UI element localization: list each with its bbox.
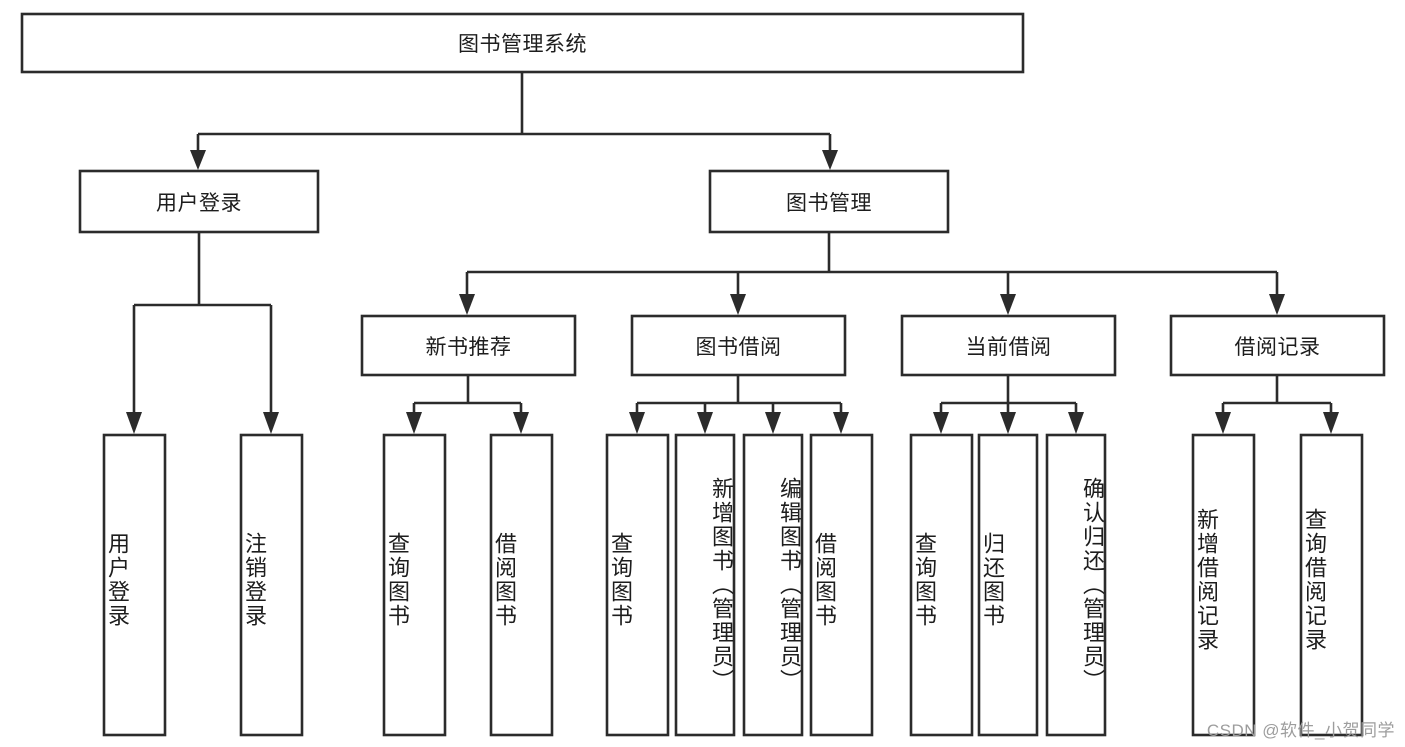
leaf-box-add-record[interactable] bbox=[1191, 433, 1256, 737]
arrow-head-leaf-add-book bbox=[697, 412, 713, 434]
arrow-head-leaf-user-login bbox=[126, 412, 142, 434]
leaf-box-query-book-1[interactable] bbox=[382, 433, 447, 737]
leaf-box-user-login[interactable] bbox=[102, 433, 167, 737]
arrow-head-leaf-query-book-3 bbox=[933, 412, 949, 434]
arrow-head-leaf-query-record bbox=[1323, 412, 1339, 434]
node-box-root[interactable] bbox=[20, 12, 1025, 74]
arrow-head-user-login bbox=[190, 150, 206, 170]
leaf-box-confirm-return[interactable] bbox=[1045, 433, 1107, 737]
node-box-new-book-recommend[interactable] bbox=[360, 314, 577, 377]
arrow-head-leaf-add-record bbox=[1215, 412, 1231, 434]
leaf-box-logout[interactable] bbox=[239, 433, 304, 737]
leaf-box-borrow-book-1[interactable] bbox=[489, 433, 554, 737]
arrow-head-leaf-query-book-1 bbox=[406, 412, 422, 434]
node-box-current-borrow[interactable] bbox=[900, 314, 1117, 377]
arrow-head-leaf-return-book bbox=[1000, 412, 1016, 434]
leaf-box-edit-book[interactable] bbox=[742, 433, 804, 737]
leaf-box-return-book[interactable] bbox=[977, 433, 1039, 737]
arrow-head-leaf-confirm-return bbox=[1068, 412, 1084, 434]
leaf-box-query-book-3[interactable] bbox=[909, 433, 974, 737]
leaf-box-query-book-2[interactable] bbox=[605, 433, 670, 737]
arrow-head-borrow-record bbox=[1269, 294, 1285, 315]
arrow-head-leaf-edit-book bbox=[765, 412, 781, 434]
node-box-user-login[interactable] bbox=[78, 169, 320, 234]
node-box-borrow-record[interactable] bbox=[1169, 314, 1386, 377]
node-box-book-borrow[interactable] bbox=[630, 314, 847, 377]
node-box-book-manage[interactable] bbox=[708, 169, 950, 234]
arrow-head-leaf-logout bbox=[263, 412, 279, 434]
leaf-box-borrow-book-2[interactable] bbox=[809, 433, 874, 737]
arrow-head-current-borrow bbox=[1000, 294, 1016, 315]
arrow-head-book-manage bbox=[822, 150, 838, 170]
arrow-head-book-borrow bbox=[730, 294, 746, 315]
watermark-text: CSDN @软件_小贺同学 bbox=[1206, 721, 1395, 740]
arrow-head-leaf-query-book-2 bbox=[629, 412, 645, 434]
arrow-head-leaf-borrow-book-1 bbox=[513, 412, 529, 434]
arrow-head-leaf-borrow-book-2 bbox=[833, 412, 849, 434]
arrow-head-new-book-recommend bbox=[459, 294, 475, 315]
leaf-box-query-record[interactable] bbox=[1299, 433, 1364, 737]
leaf-box-add-book[interactable] bbox=[674, 433, 736, 737]
